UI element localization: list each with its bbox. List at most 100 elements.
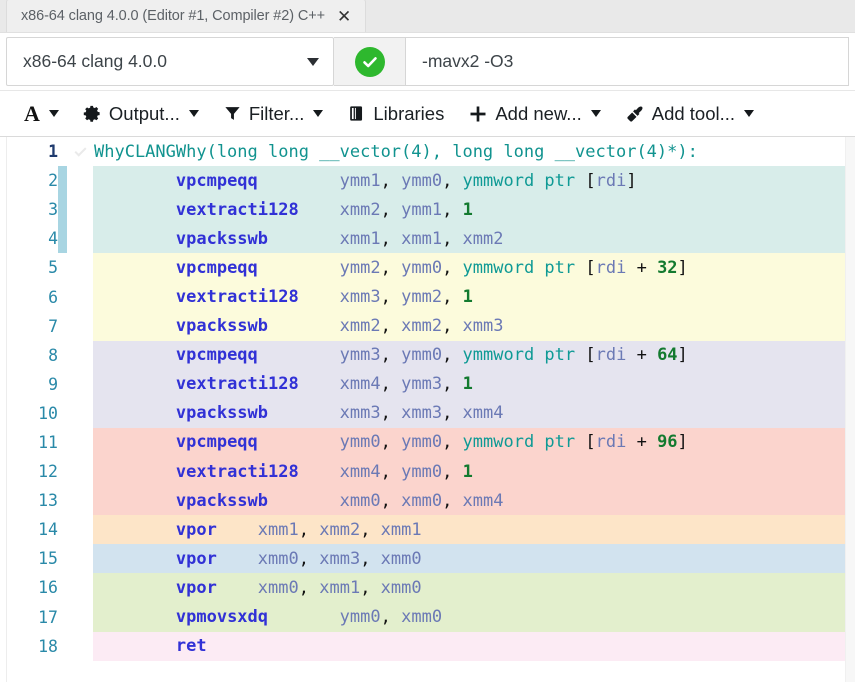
compiler-options-input[interactable] [406,37,849,86]
add-tool-button[interactable]: Add tool... [613,99,766,129]
code-line[interactable]: 8 vpcmpeqq ymm3, ymm0, ymmword ptr [rdi … [0,340,855,370]
code-token: ymmword ptr [452,170,576,191]
code-token: [ [575,170,596,191]
code-token [94,200,176,220]
code-line-text: vpcmpeqq ymm2, ymm0, ymmword ptr [rdi + … [93,253,845,283]
fold-toggle-icon[interactable] [67,144,93,157]
code-token [217,578,258,598]
code-token: xmm2 [339,316,381,337]
code-line[interactable]: 10 vpacksswb xmm3, xmm3, xmm4 [0,398,855,428]
font-size-button[interactable]: A [12,99,71,129]
code-line[interactable]: 15 vpor xmm0, xmm3, xmm0 [0,544,855,574]
code-token: vpcmpeqq [175,170,258,191]
line-number: 5 [48,258,58,278]
libraries-button[interactable]: Libraries [335,99,456,129]
code-line[interactable]: 4 vpacksswb xmm1, xmm1, xmm2 [0,224,855,254]
code-line[interactable]: 14 vpor xmm1, xmm2, xmm1 [0,515,855,545]
code-token: xmm4 [452,490,504,511]
code-token: ymm0 [390,432,443,453]
code-token: , [360,577,371,598]
line-number: 8 [48,345,58,365]
code-token: , [380,199,391,220]
compile-status-button[interactable] [334,37,406,86]
code-token [94,432,176,452]
code-token: xmm4 [339,461,381,482]
code-token [268,403,340,423]
code-token: , [442,432,453,453]
code-line[interactable]: 16 vpor xmm0, xmm1, xmm0 [0,573,855,603]
code-token: , [298,519,309,540]
filter-button[interactable]: Filter... [211,99,336,129]
add-new-button[interactable]: Add new... [456,99,612,129]
output-button[interactable]: Output... [71,99,211,129]
compiler-select[interactable]: x86-64 clang 4.0.0 [6,37,334,86]
code-line[interactable]: 18 ret [0,631,855,661]
code-token [217,520,258,540]
code-token: ] [626,170,637,191]
code-line[interactable]: 6 vextracti128 xmm3, ymm2, 1 [0,282,855,312]
code-line-text: vpcmpeqq ymm1, ymm0, ymmword ptr [rdi] [93,166,845,196]
line-marker [58,632,67,661]
code-token: xmm2 [390,316,443,337]
code-token: rdi [595,257,627,278]
code-token [94,549,176,569]
code-line[interactable]: 12 vextracti128 xmm4, ymm0, 1 [0,457,855,487]
tab-compiler-pane[interactable]: x86-64 clang 4.0.0 (Editor #1, Compiler … [6,0,367,32]
code-token: vpacksswb [175,403,269,424]
code-token [94,316,176,336]
line-number: 11 [38,432,58,452]
code-line[interactable]: 2 vpcmpeqq ymm1, ymm0, ymmword ptr [rdi] [0,166,855,196]
close-icon[interactable]: ✕ [337,6,352,26]
code-token [258,171,340,191]
code-token: ret [175,636,207,657]
code-token: xmm0 [390,490,443,511]
code-token: + [626,345,658,366]
code-line[interactable]: 17 vpmovsxdq ymm0, xmm0 [0,602,855,632]
code-token: , [380,432,391,453]
line-marker [58,515,67,544]
code-token: rdi [595,170,627,191]
code-token: + [626,432,658,453]
line-number: 13 [38,491,58,511]
code-line[interactable]: 11 vpcmpeqq ymm0, ymm0, ymmword ptr [rdi… [0,427,855,458]
line-marker [58,370,67,399]
line-number: 1 [48,142,58,162]
code-line-text: vextracti128 xmm2, ymm1, 1 [93,195,845,225]
code-token [94,462,176,482]
code-line[interactable]: 3 vextracti128 xmm2, ymm1, 1 [0,195,855,225]
code-token [452,462,462,482]
code-token: + [626,257,658,278]
code-token: , [380,228,391,249]
line-number: 6 [48,287,58,307]
line-number: 12 [38,462,58,482]
code-token: 1 [462,287,473,308]
code-line-text: vextracti128 xmm4, ymm3, 1 [93,369,845,399]
code-token [94,229,176,249]
output-button-label: Output... [108,102,180,124]
code-token: xmm2 [309,519,361,540]
editor-scrollbar[interactable] [845,137,855,682]
code-line[interactable]: 5 vpcmpeqq ymm2, ymm0, ymmword ptr [rdi … [0,253,855,283]
code-line[interactable]: 7 vpacksswb xmm2, xmm2, xmm3 [0,311,855,341]
line-number: 2 [48,171,58,191]
line-number: 7 [48,316,58,336]
code-line[interactable]: 13 vpacksswb xmm0, xmm0, xmm4 [0,486,855,516]
code-token [217,549,258,569]
code-line[interactable]: 9 vextracti128 xmm4, ymm3, 1 [0,369,855,399]
code-token: 32 [657,257,678,278]
code-token: xmm3 [309,548,361,569]
code-token [258,258,340,278]
compiler-bar: x86-64 clang 4.0.0 [0,33,855,91]
check-circle-icon [354,46,385,77]
code-token: xmm2 [452,228,504,249]
code-token: xmm1 [257,519,299,540]
tab-strip-empty [366,0,855,32]
code-token: 1 [462,374,473,395]
code-token: , [442,287,453,308]
code-token: ymm0 [339,432,381,453]
code-line-text: vpor xmm0, xmm1, xmm0 [93,573,845,603]
code-token: ] [677,345,688,366]
line-marker [58,573,67,602]
